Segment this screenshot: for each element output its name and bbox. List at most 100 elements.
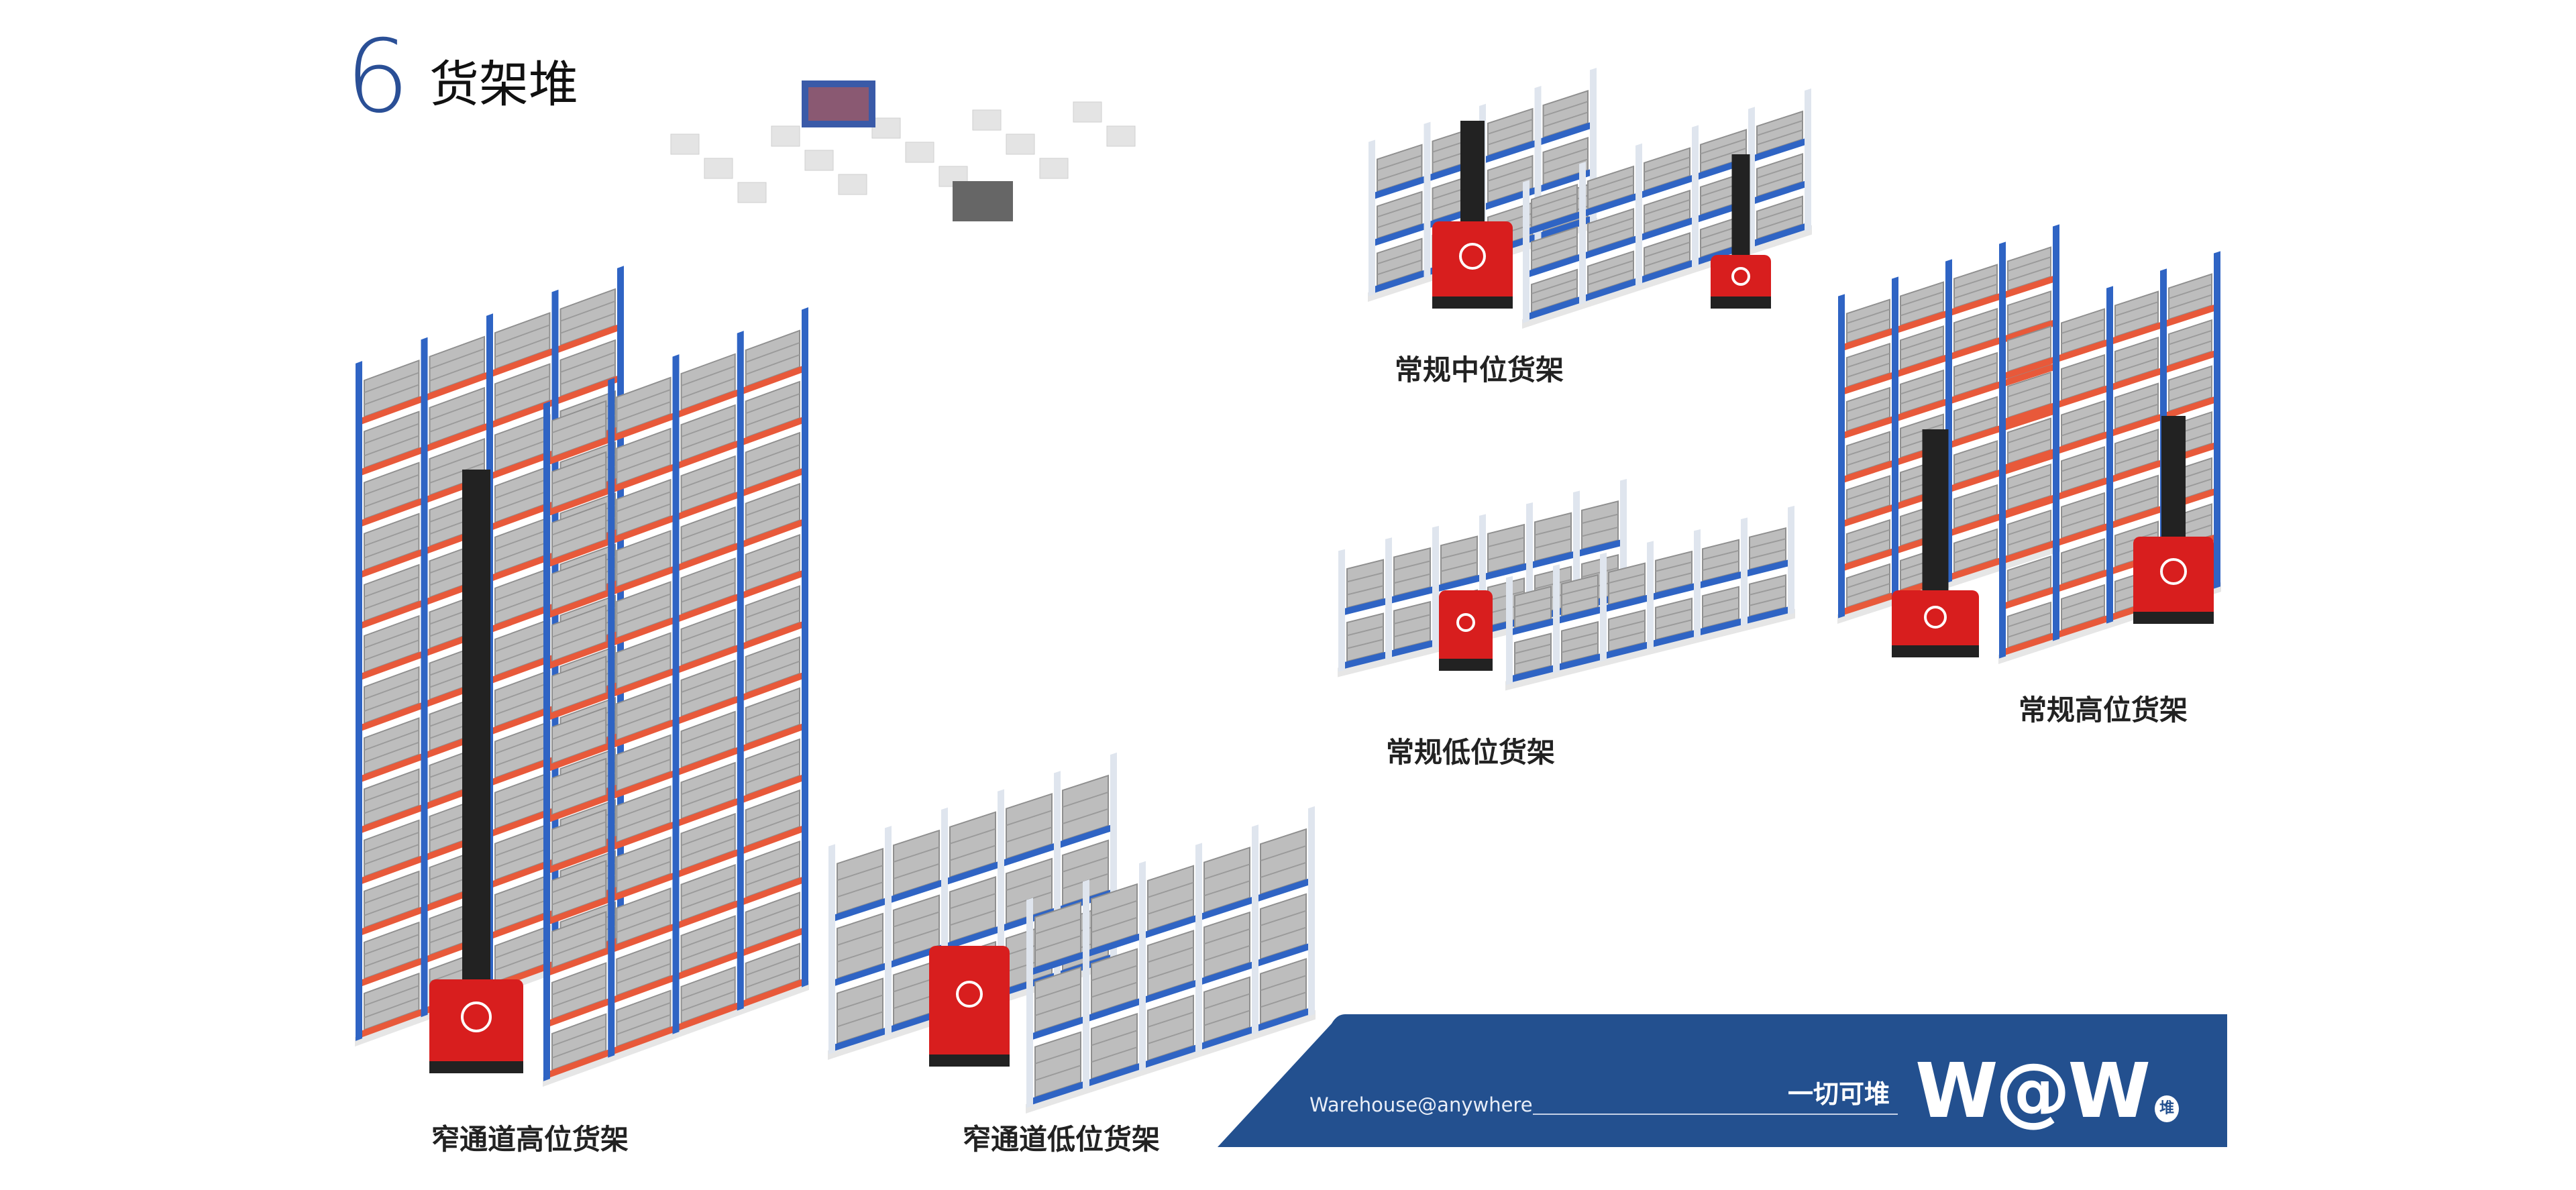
carton-line — [2115, 347, 2158, 363]
rack-beam — [832, 824, 1114, 922]
carton-line — [1588, 226, 1633, 243]
forklift-body — [1892, 590, 1979, 657]
carton-line — [1543, 148, 1588, 164]
carton-line — [2008, 266, 2051, 282]
carton-line — [1260, 975, 1306, 991]
carton-line — [1954, 362, 1997, 378]
carton-line — [745, 699, 800, 721]
carton-line — [364, 384, 419, 406]
carton-line — [1644, 208, 1690, 225]
pallet-load — [2114, 336, 2159, 384]
forklift-standard-mid-2 — [1711, 154, 1771, 309]
label-narrow-aisle-high: 窄通道高位货架 — [431, 1123, 629, 1156]
banner-slogan-cn: 一切可堆 — [1788, 1079, 1890, 1109]
carton-line — [1091, 981, 1137, 998]
pallet-load — [1260, 958, 1307, 1025]
carton-line — [1260, 845, 1306, 862]
pallet-load — [551, 808, 607, 867]
carton-line — [1954, 317, 1997, 333]
carton-line — [1703, 607, 1739, 618]
carton-line — [1847, 529, 1890, 545]
carton-line — [495, 490, 550, 511]
carton-line — [1588, 174, 1633, 191]
carton-line — [1644, 156, 1690, 173]
carton-line — [745, 354, 800, 376]
carton-line — [364, 486, 419, 508]
label-standard-high: 常规高位货架 — [2018, 694, 2188, 726]
carton-line — [681, 570, 735, 591]
section-title: 货架堆 — [429, 56, 578, 113]
carton-line — [552, 424, 606, 446]
carton-line — [681, 365, 735, 387]
carton-line — [1609, 573, 1645, 584]
carton-line — [745, 751, 800, 772]
rack-upright — [1083, 879, 1089, 1090]
carton-line — [364, 934, 419, 955]
warehouse-overview-thumbnail — [670, 80, 1136, 221]
carton-line — [681, 939, 735, 961]
pallet-load — [2007, 417, 2051, 465]
carton-line — [681, 633, 735, 654]
carton-line — [364, 895, 419, 916]
rack-upright — [421, 337, 428, 1018]
rack-upright — [1252, 824, 1258, 1035]
carton-line — [2061, 319, 2104, 334]
pallet-load — [2061, 308, 2105, 356]
carton-line — [616, 1002, 671, 1023]
carton-line — [495, 643, 550, 665]
carton-line — [1515, 596, 1551, 608]
carton-line — [1562, 585, 1598, 596]
rack-upright — [2214, 251, 2220, 589]
carton-line — [495, 438, 550, 460]
carton-line — [2061, 411, 2104, 427]
carton-line — [2115, 485, 2158, 501]
carton-line — [495, 580, 550, 601]
carton-line — [1204, 863, 1250, 880]
carton-line — [745, 341, 800, 364]
pallet-load — [949, 811, 996, 878]
overview-block — [804, 150, 834, 171]
carton-line — [495, 387, 550, 409]
carton-line — [1900, 335, 1943, 351]
carton-line — [681, 468, 735, 489]
carton-line — [364, 678, 419, 700]
label-narrow-aisle-low: 窄通道低位货架 — [962, 1123, 1161, 1156]
overview-block — [905, 142, 934, 163]
carton-line — [1063, 856, 1108, 873]
overview-rack-block — [808, 87, 869, 121]
pallet-load — [494, 312, 551, 370]
pallet-load — [616, 427, 672, 486]
pallet-load — [2007, 601, 2051, 649]
carton-line — [1148, 898, 1193, 915]
rack-upright — [885, 826, 892, 1036]
pallet-load — [1702, 586, 1739, 629]
rack-upright — [1999, 321, 2006, 659]
carton-line — [552, 667, 606, 689]
carton-line — [364, 588, 419, 610]
forklift-logo-icon — [1731, 267, 1750, 286]
overview-block — [771, 125, 800, 147]
carton-line — [552, 872, 606, 894]
carton-line — [1847, 407, 1890, 422]
carton-line — [616, 400, 671, 423]
carton-line — [1644, 250, 1690, 268]
carton-line — [552, 884, 606, 906]
pallet-load — [1203, 847, 1250, 914]
carton-line — [1441, 548, 1477, 559]
carton-line — [2115, 495, 2158, 511]
rack-upright — [356, 361, 362, 1041]
pallet-load — [2007, 290, 2051, 336]
carton-line — [2115, 403, 2158, 419]
rack-upright — [1692, 125, 1699, 268]
carton-line — [837, 865, 883, 881]
carton-line — [1847, 573, 1890, 589]
forklift-mast — [2161, 416, 2186, 537]
carton-line — [1394, 614, 1430, 625]
rack-upright — [1805, 88, 1811, 232]
carton-line — [1535, 525, 1571, 536]
pallet-load — [1346, 559, 1384, 609]
carton-line — [681, 735, 735, 757]
carton-line — [495, 336, 550, 358]
carton-line — [560, 351, 615, 373]
carton-line — [745, 865, 800, 886]
